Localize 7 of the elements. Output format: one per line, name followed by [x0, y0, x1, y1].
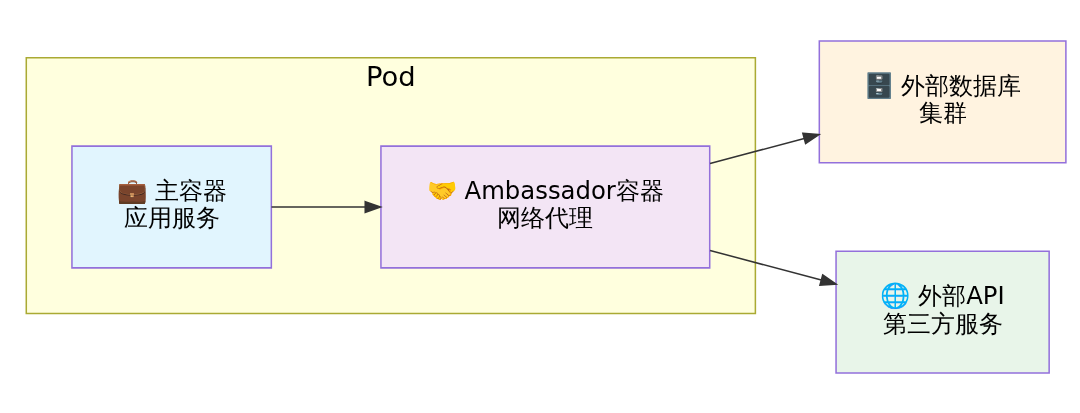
- node-box: 🌐 外部API 第三方服务: [835, 249, 1050, 374]
- node-box: 🗄 外部数据库 集群: [818, 39, 1067, 164]
- node-box: 💼 主容器 应用服务: [71, 144, 273, 269]
- node-box: 🤝 Ambassador容器 网络代理: [380, 144, 711, 269]
- arrow: [709, 249, 839, 286]
- arrow: [709, 131, 822, 164]
- arrow: [270, 200, 383, 213]
